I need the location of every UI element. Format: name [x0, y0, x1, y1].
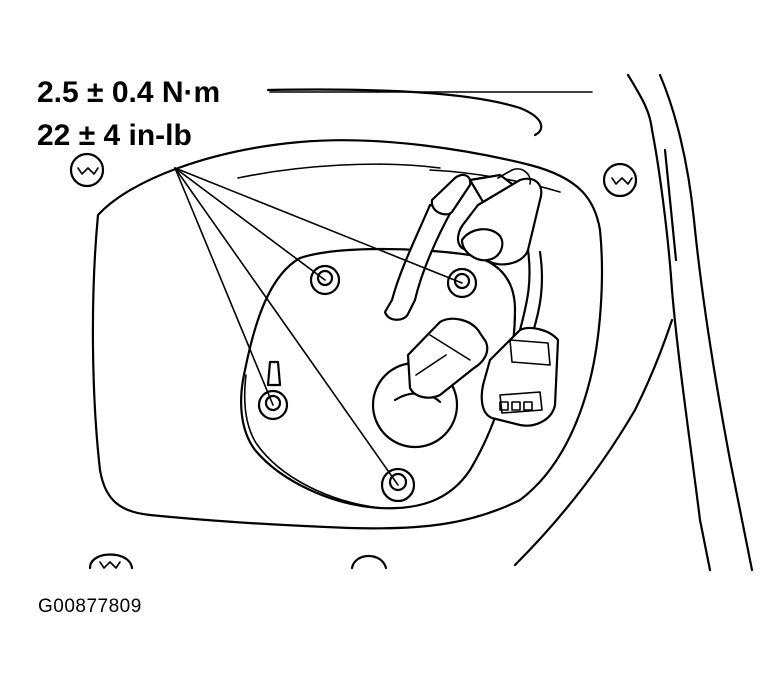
- torque-spec-imperial: 22 ± 4 in-lb: [37, 119, 192, 152]
- torque-spec-metric: 2.5 ± 0.4 N·m: [37, 76, 221, 109]
- body-panel-outline: [266, 73, 754, 572]
- locating-pin: [266, 360, 282, 387]
- figure-id: G00877809: [38, 596, 142, 617]
- clip-symbol-bottom-center: [350, 554, 388, 570]
- wiring-harness: [518, 248, 544, 337]
- upper-connector: [456, 168, 543, 266]
- clip-symbol-top-left: [69, 152, 105, 188]
- lower-right-connector: [480, 326, 560, 427]
- clip-symbol-bottom-left: [88, 553, 134, 570]
- torque-leader-lines: [174, 91, 593, 486]
- pump-module: [371, 317, 489, 449]
- clip-symbol-top-right: [602, 162, 638, 198]
